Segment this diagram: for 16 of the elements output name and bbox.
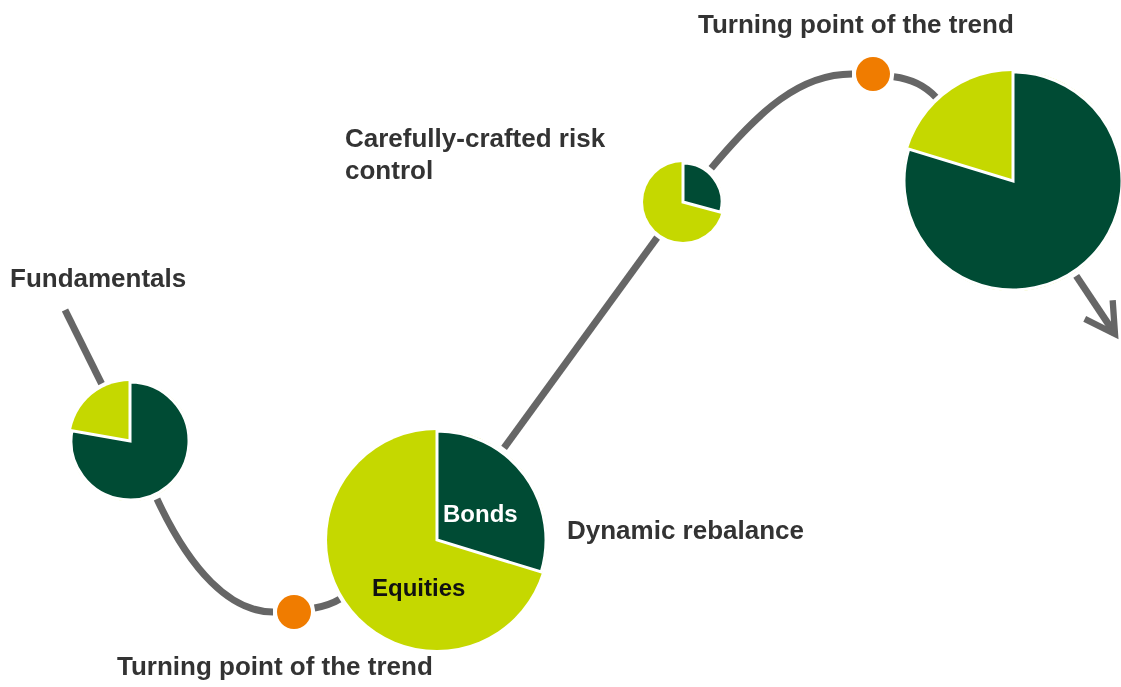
- segment-label: Bonds: [443, 499, 518, 529]
- caption-text: Dynamic rebalance: [567, 514, 805, 546]
- caption-text: Turning point of the trend: [698, 8, 1015, 40]
- curve-line: [153, 497, 274, 616]
- curve-line: [501, 235, 660, 450]
- caption-text: Turning point of the trend: [117, 650, 434, 682]
- curve-line: [61, 308, 105, 386]
- caption-text: Fundamentals: [10, 262, 188, 294]
- curve-line: [893, 73, 939, 100]
- segment-label: Equities: [372, 573, 466, 603]
- arrow: [1073, 273, 1119, 338]
- dot-marker: [856, 57, 890, 91]
- dot-marker: [277, 595, 311, 629]
- curve-line: [708, 70, 853, 171]
- caption-text: Carefully-crafted risk control: [345, 122, 607, 186]
- curve-line: [313, 596, 342, 612]
